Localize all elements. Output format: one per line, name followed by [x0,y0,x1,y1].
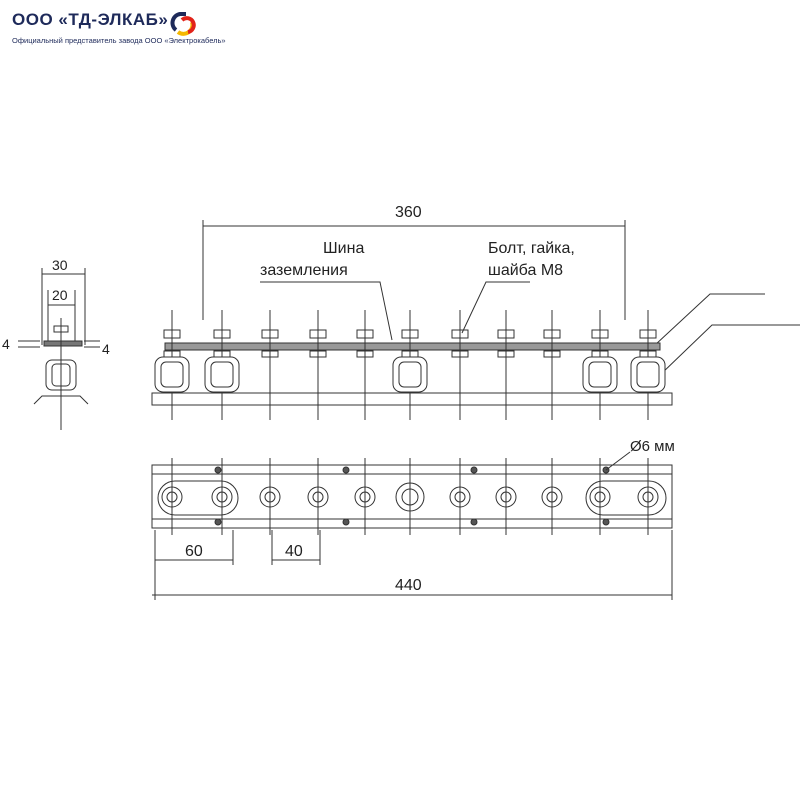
dim-4-left: 4 [2,336,10,352]
dim-20: 20 [52,287,68,303]
insulator-icon [154,356,190,393]
nut-icon [163,329,181,339]
nut-icon [543,329,561,339]
hole-icon [354,486,376,508]
washer-icon [497,350,515,358]
insulator-inner [398,361,422,388]
nut-icon [497,329,515,339]
insulator-icon [392,356,428,393]
hole-inner-icon [642,491,654,503]
hole-icon [307,486,329,508]
hole-inner-icon [546,491,558,503]
nut-icon [591,329,609,339]
hole-icon [589,486,611,508]
hole-inner-icon [359,491,371,503]
nut-icon [261,329,279,339]
insulator-icon [582,356,618,393]
hole-icon [161,486,183,508]
dim-360: 360 [395,204,422,221]
hole-inner-icon [500,491,512,503]
washer-icon [261,350,279,358]
company-tagline: Официальный представитель завода ООО «Эл… [12,36,226,45]
company-name: ООО «ТД-ЭЛКАБ» [12,10,169,29]
label-bolt-line2: шайба М8 [488,262,563,279]
dim-60: 60 [185,543,203,560]
label-bus-line1: Шина [323,240,364,257]
mount-hole-icon [342,466,350,474]
insulator-icon [204,356,240,393]
hole-inner-icon [216,491,228,503]
hole-inner-icon [454,491,466,503]
dim-30: 30 [52,257,68,273]
hole-icon [259,486,281,508]
nut-icon [401,329,419,339]
top-view: Ø6 мм 60 40 440 [151,438,675,600]
hole-inner-icon [401,488,419,506]
mount-hole-icon [214,518,222,526]
washer-icon [543,350,561,358]
mount-hole-icon [470,518,478,526]
side-view: 30 20 4 4 [2,257,110,430]
insulator-inner [588,361,612,388]
mount-hole-icon [470,466,478,474]
hole-inner-icon [312,491,324,503]
hole-icon [211,486,233,508]
nut-icon [451,329,469,339]
dim-440: 440 [395,577,422,594]
nut-icon [639,329,657,339]
hole-icon [637,486,659,508]
insulator-inner [210,361,234,388]
hole-icon [449,486,471,508]
mount-hole-icon [214,466,222,474]
nut-icon [213,329,231,339]
mount-hole-icon [602,518,610,526]
hole-icon [395,482,425,512]
label-bolt-line1: Болт, гайка, [488,240,575,257]
mount-hole-icon [342,518,350,526]
hole-inner-icon [264,491,276,503]
washer-icon [309,350,327,358]
nut-icon [356,329,374,339]
company-logo-icon [170,12,196,36]
hole-inner-icon [166,491,178,503]
insulator-icon [630,356,666,393]
hole-icon [495,486,517,508]
washer-icon [451,350,469,358]
dim-hole: Ø6 мм [630,438,675,455]
nut-icon [309,329,327,339]
label-bus-line2: заземления [260,262,348,279]
dim-40: 40 [285,543,303,560]
front-view: 360 Шина заземления Болт, гайка, шайба М… [151,204,800,420]
hole-inner-icon [594,491,606,503]
washer-icon [356,350,374,358]
insulator-inner [160,361,184,388]
dim-4-right: 4 [102,341,110,357]
hole-icon [541,486,563,508]
insulator-inner [636,361,660,388]
